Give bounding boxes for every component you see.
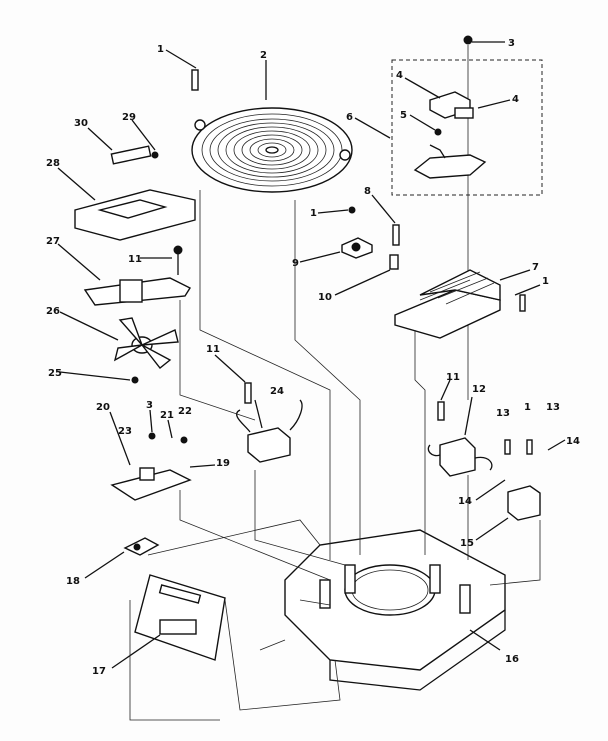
heat-sink-7 xyxy=(394,269,541,339)
callout-30: 30 xyxy=(74,118,88,129)
callout-13b: 13 xyxy=(546,402,560,413)
board-23 xyxy=(109,409,216,501)
thermal-switch-assembly xyxy=(404,77,511,179)
callout-3b: 3 xyxy=(146,400,153,411)
callout-9: 9 xyxy=(292,258,299,269)
callout-16: 16 xyxy=(505,654,519,665)
callout-11b: 11 xyxy=(206,344,220,355)
callout-26: 26 xyxy=(46,306,60,317)
component-15 xyxy=(475,439,566,541)
callout-22: 22 xyxy=(178,406,192,417)
callout-4b: 4 xyxy=(512,94,519,105)
dashed-group-box xyxy=(391,59,543,196)
callout-19: 19 xyxy=(216,458,230,469)
callout-11a: 11 xyxy=(128,254,142,265)
callout-24: 24 xyxy=(270,386,284,397)
callout-10: 10 xyxy=(318,292,332,303)
callout-1b: 1 xyxy=(310,208,317,219)
fan-motor-27 xyxy=(57,243,192,306)
coil-assembly xyxy=(191,60,353,193)
callout-17: 17 xyxy=(92,666,106,677)
callout-14b: 14 xyxy=(458,496,472,507)
callout-2: 2 xyxy=(260,50,267,61)
bracket-19-left xyxy=(84,537,160,579)
callout-6: 6 xyxy=(346,112,353,123)
callout-1a: 1 xyxy=(157,44,164,55)
callout-27: 27 xyxy=(46,236,60,247)
relay-24 xyxy=(214,354,303,463)
callout-18: 18 xyxy=(66,576,80,587)
callout-11c: 11 xyxy=(446,372,460,383)
fan-cover-28 xyxy=(57,119,196,241)
callout-1c: 1 xyxy=(542,276,549,287)
callout-14: 14 xyxy=(566,436,580,447)
sensor-part-9 xyxy=(299,194,400,296)
base-chassis-16 xyxy=(284,529,506,691)
screw-3-top xyxy=(463,35,505,400)
callout-23: 23 xyxy=(118,426,132,437)
callout-20: 20 xyxy=(96,402,110,413)
screw-1-top xyxy=(165,49,199,91)
callout-15: 15 xyxy=(460,538,474,549)
callout-7: 7 xyxy=(532,262,539,273)
callout-12: 12 xyxy=(472,384,486,395)
callout-28: 28 xyxy=(46,158,60,169)
fan-blade-26 xyxy=(59,311,179,384)
callout-3a: 3 xyxy=(508,38,515,49)
leader-6 xyxy=(354,117,391,139)
callout-29: 29 xyxy=(122,112,136,123)
callout-5: 5 xyxy=(400,110,407,121)
transformer-12 xyxy=(427,379,493,477)
callout-8: 8 xyxy=(364,186,371,197)
assembly-leader-lines xyxy=(129,190,541,721)
callout-4a: 4 xyxy=(396,70,403,81)
callout-25: 25 xyxy=(48,368,62,379)
callout-1d: 1 xyxy=(524,402,531,413)
callout-21: 21 xyxy=(160,410,174,421)
callout-13a: 13 xyxy=(496,408,510,419)
control-board-17 xyxy=(111,574,226,669)
